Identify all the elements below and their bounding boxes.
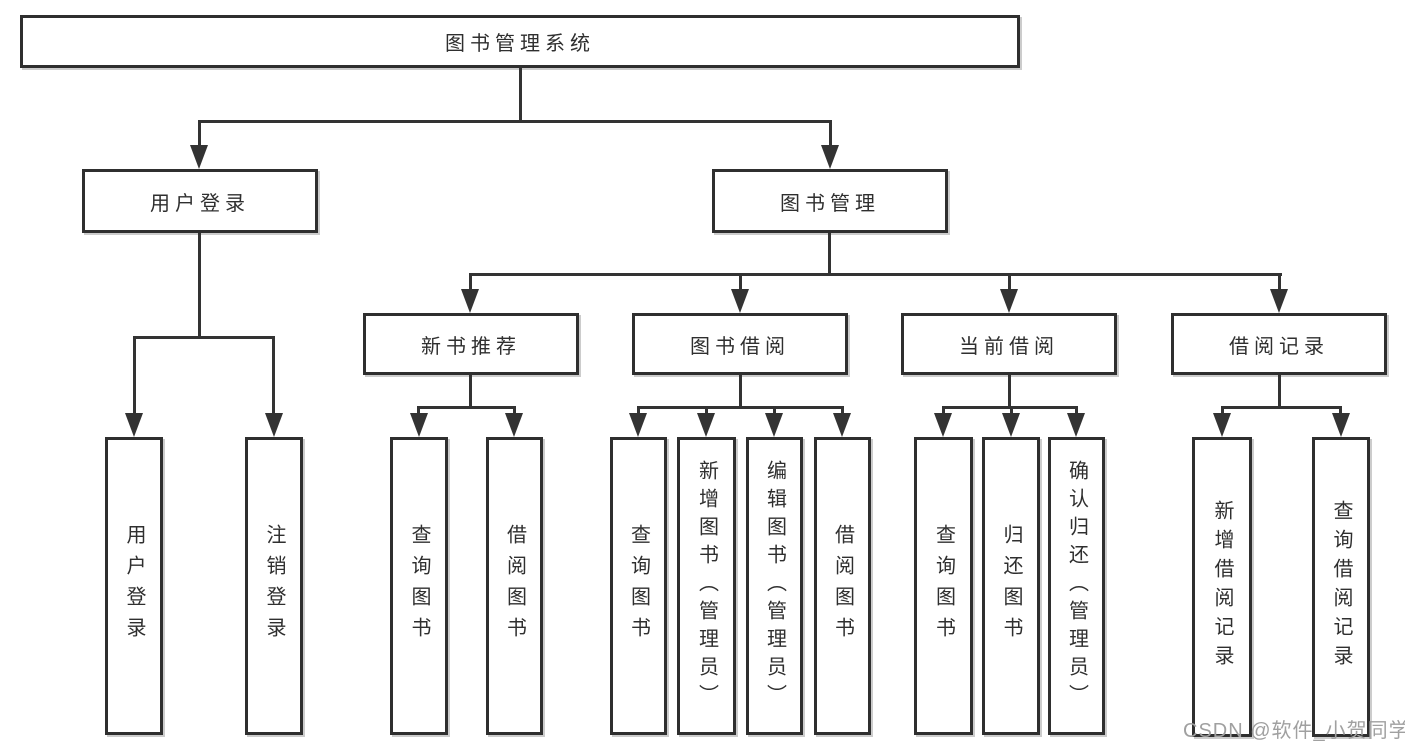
- arrow-down-icon: [731, 289, 749, 313]
- node-label: 用户登录: [150, 192, 250, 215]
- node-label: 查询图书: [627, 524, 650, 648]
- arrow-down-icon: [461, 289, 479, 313]
- arrow-down-icon: [1000, 289, 1018, 313]
- node-label: 图书管理: [780, 192, 880, 215]
- connector-to-leaf: [513, 406, 516, 416]
- arrow-down-icon: [190, 145, 208, 169]
- node-label: 查询图书: [408, 524, 430, 648]
- leaf-edit-book-admin: 编辑图书（管理员）: [746, 437, 803, 735]
- arrow-down-icon: [833, 413, 851, 437]
- leaf-query-book-1: 查询图书: [390, 437, 448, 735]
- connector-bar: [637, 406, 844, 409]
- node-label: 注销登录: [263, 524, 285, 648]
- node-label: 用户登录: [123, 524, 145, 648]
- connector-level1-bar: [198, 120, 832, 123]
- leaf-logout: 注销登录: [245, 437, 303, 735]
- arrow-down-icon: [821, 145, 839, 169]
- node-label: 查询图书: [932, 524, 955, 648]
- csdn-watermark: CSDN @软件_小贺同学: [1183, 720, 1405, 742]
- leaf-add-borrow-record: 新增借阅记录: [1192, 437, 1252, 737]
- connector-user-login-bar: [133, 336, 275, 339]
- node-label: 借阅图书: [831, 524, 854, 648]
- arrow-down-icon: [125, 413, 143, 437]
- leaf-query-book-3: 查询图书: [914, 437, 973, 735]
- node-label: 当前借阅: [959, 335, 1059, 358]
- leaf-user-login: 用户登录: [105, 437, 163, 735]
- connector-to-leaf: [272, 336, 275, 415]
- connector-user-login-stem: [198, 233, 201, 338]
- node-label: 新增借阅记录: [1211, 500, 1233, 674]
- connector-to-borrow-record: [1278, 273, 1281, 292]
- connector-to-leaf: [705, 406, 708, 416]
- connector-stem: [1278, 375, 1281, 408]
- connector-bar: [1221, 406, 1342, 409]
- node-borrow-record: 借阅记录: [1171, 313, 1387, 375]
- node-label: 查询借阅记录: [1330, 500, 1352, 674]
- connector-level2-bar: [470, 273, 1282, 276]
- arrow-down-icon: [765, 413, 783, 437]
- node-label: 编辑图书（管理员）: [763, 460, 786, 712]
- arrow-down-icon: [505, 413, 523, 437]
- connector-to-book-mgmt: [829, 120, 832, 148]
- connector-to-new-book: [469, 273, 472, 292]
- leaf-query-borrow-record: 查询借阅记录: [1312, 437, 1370, 737]
- arrow-down-icon: [1270, 289, 1288, 313]
- node-book-borrow: 图书借阅: [632, 313, 848, 375]
- node-label: 借阅记录: [1229, 335, 1329, 358]
- node-label: 确认归还（管理员）: [1065, 460, 1088, 712]
- connector-to-book-borrow: [739, 273, 742, 292]
- node-label: 新书推荐: [421, 335, 521, 358]
- leaf-query-book-2: 查询图书: [610, 437, 667, 735]
- node-label: 图书管理系统: [445, 33, 595, 55]
- node-new-book-recommend: 新书推荐: [363, 313, 579, 375]
- arrow-down-icon: [1002, 413, 1020, 437]
- connector-to-user-login: [198, 120, 201, 148]
- connector-to-leaf: [133, 336, 136, 415]
- node-label: 图书借阅: [690, 335, 790, 358]
- arrow-down-icon: [265, 413, 283, 437]
- connector-to-leaf: [1221, 406, 1224, 416]
- connector-to-leaf: [637, 406, 640, 416]
- leaf-borrow-book-2: 借阅图书: [814, 437, 871, 735]
- connector-to-leaf: [773, 406, 776, 416]
- connector-to-leaf: [417, 406, 420, 416]
- connector-book-mgmt-stem: [828, 233, 831, 275]
- connector-stem: [469, 375, 472, 408]
- connector-to-leaf: [1010, 406, 1013, 416]
- connector-bar: [418, 406, 515, 409]
- node-label: 借阅图书: [503, 524, 526, 648]
- leaf-borrow-book-1: 借阅图书: [486, 437, 543, 735]
- connector-to-leaf: [942, 406, 945, 416]
- connector-to-leaf: [1339, 406, 1342, 416]
- connector-stem: [739, 375, 742, 408]
- arrow-down-icon: [1332, 413, 1350, 437]
- connector-to-leaf: [1075, 406, 1078, 416]
- arrow-down-icon: [934, 413, 952, 437]
- leaf-add-book-admin: 新增图书（管理员）: [677, 437, 736, 735]
- node-label: 新增图书（管理员）: [695, 460, 718, 712]
- node-book-management: 图书管理: [712, 169, 948, 233]
- node-label: 归还图书: [1000, 524, 1022, 648]
- arrow-down-icon: [629, 413, 647, 437]
- node-user-login: 用户登录: [82, 169, 318, 233]
- arrow-down-icon: [697, 413, 715, 437]
- leaf-confirm-return-admin: 确认归还（管理员）: [1048, 437, 1105, 735]
- arrow-down-icon: [1213, 413, 1231, 437]
- arrow-down-icon: [410, 413, 428, 437]
- connector-root-stem: [519, 68, 522, 122]
- node-current-borrow: 当前借阅: [901, 313, 1117, 375]
- connector-to-leaf: [841, 406, 844, 416]
- arrow-down-icon: [1067, 413, 1085, 437]
- leaf-return-book: 归还图书: [982, 437, 1040, 735]
- connector-stem: [1008, 375, 1011, 408]
- connector-to-current-borrow: [1008, 273, 1011, 292]
- node-root: 图书管理系统: [20, 15, 1020, 68]
